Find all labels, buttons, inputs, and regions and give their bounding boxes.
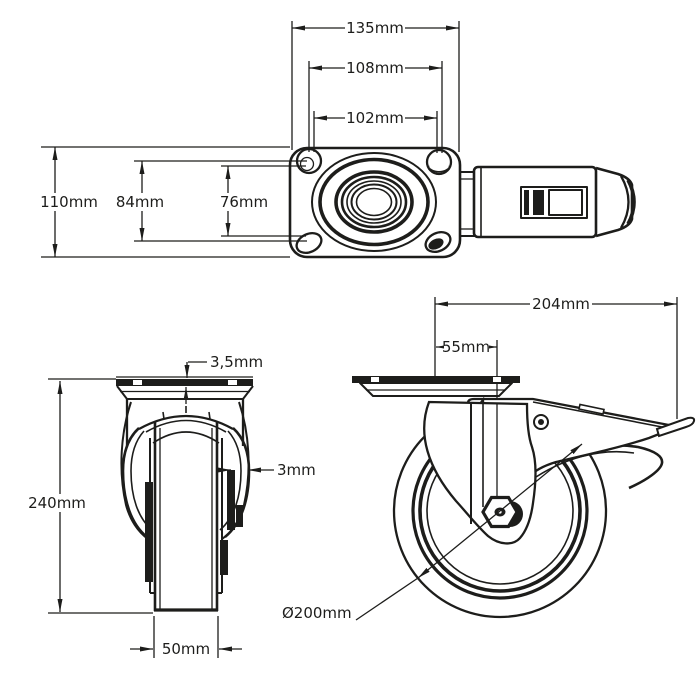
top-view-vertical-dimensions: 110mm 84mm 76mm	[36, 146, 307, 258]
brake-release-tab	[578, 403, 605, 415]
dim-label-76mm: 76mm	[220, 193, 268, 211]
dim-label-3-5mm: 3,5mm	[210, 353, 263, 371]
dim-label-204mm: 204mm	[532, 295, 590, 313]
mounting-plate-outline	[288, 146, 462, 259]
dim-label-55mm: 55mm	[442, 338, 490, 356]
bolt-hole-bottom-left	[295, 232, 323, 254]
brake-lever-grip	[520, 186, 588, 219]
top-view-dimensions: 135mm 108mm 102mm	[291, 19, 460, 153]
top-view: 135mm 108mm 102mm 110mm 84mm 76mm	[36, 19, 636, 259]
bolt-hole-top-right	[425, 148, 453, 176]
brake-lever-tip	[595, 166, 634, 238]
brake-lever-top-view	[459, 165, 636, 239]
front-view: 3,5mm 240mm 3mm 50mm	[25, 353, 316, 658]
bolt-hole-bottom-right	[424, 231, 452, 253]
dim-label-84mm: 84mm	[116, 193, 164, 211]
side-view: 204mm 55mm Ø200mm	[282, 295, 696, 622]
rivet	[533, 414, 549, 430]
brake-pedal-tip	[655, 416, 696, 438]
dim-label-diameter-200mm: Ø200mm	[282, 604, 352, 622]
dim-label-50mm: 50mm	[162, 640, 210, 658]
dim-label-135mm: 135mm	[346, 19, 404, 37]
wheel-front-view	[121, 406, 251, 612]
dim-label-110mm: 110mm	[40, 193, 98, 211]
fork-leg-side-view	[423, 400, 537, 545]
dim-label-3mm: 3mm	[277, 461, 316, 479]
swivel-bearing-rings	[311, 152, 437, 252]
side-view-dimensions: 204mm 55mm Ø200mm	[282, 295, 677, 622]
front-view-dimensions: 3,5mm 240mm 3mm 50mm	[25, 353, 316, 658]
dim-label-240mm: 240mm	[28, 494, 86, 512]
dim-label-102mm: 102mm	[346, 109, 404, 127]
front-plate	[116, 376, 254, 400]
dim-label-108mm: 108mm	[346, 59, 404, 77]
side-plate	[352, 376, 520, 397]
